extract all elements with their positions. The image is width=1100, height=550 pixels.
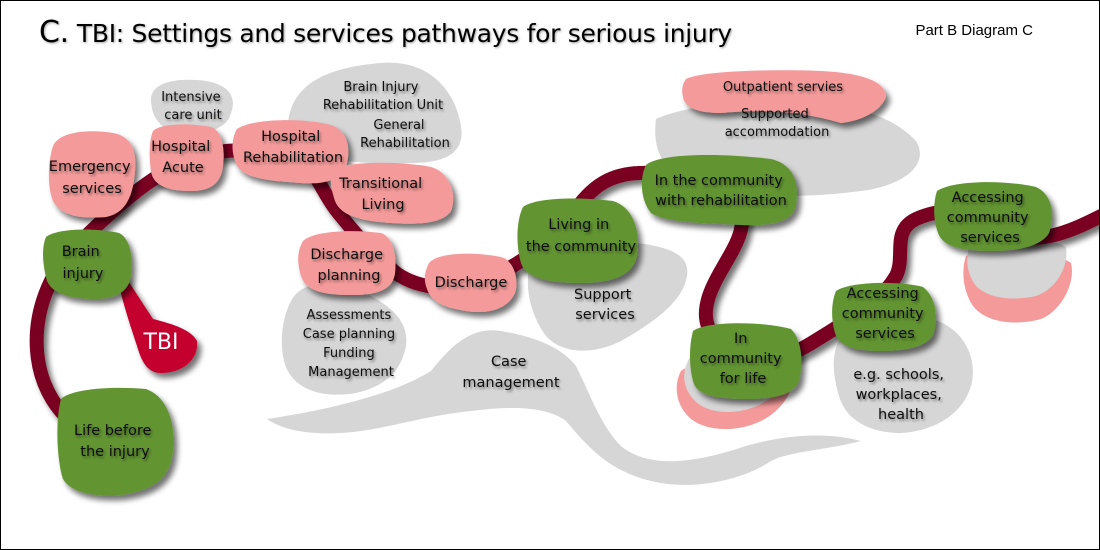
node-community-with-rehab[interactable]: In the community with rehabilitation: [655, 173, 788, 209]
note-brain-injury-rehab-unit: Brain Injury Rehabilitation Unit: [323, 80, 443, 113]
discharge-planning-line-2: planning: [318, 268, 381, 284]
note-support-line-2: services: [575, 307, 635, 323]
node-discharge-shape: [424, 253, 517, 313]
note-assessments-line-3: Funding: [323, 346, 375, 361]
note-examples-line-1: e.g. schools,: [853, 367, 944, 383]
accessing-1-line-2: community: [842, 306, 924, 322]
accessing-2-line-1: Accessing: [952, 190, 1024, 206]
node-life-before-shape: [57, 387, 174, 496]
note-general-rehab-line-2: Rehabilitation: [360, 136, 450, 151]
node-accessing-1-shape: [832, 282, 936, 351]
node-life-before-injury[interactable]: Life before the injury: [74, 423, 156, 460]
note-assessments-line-2: Case planning: [303, 327, 395, 342]
outpatient-line-1: Outpatient servies: [723, 80, 843, 95]
note-support-line-1: Support: [574, 287, 632, 303]
node-community-life-shape: [690, 323, 802, 399]
tbi-shape: [115, 263, 198, 373]
note-assessments-line-1: Assessments: [307, 308, 392, 323]
hospital-acute-line-2: Acute: [162, 160, 204, 176]
note-examples: e.g. schools, workplaces, health: [853, 367, 948, 423]
discharge-planning-line-1: Discharge: [310, 247, 383, 263]
tbi-label: TBI: [142, 330, 178, 355]
note-case-mgmt-line-1: Case: [491, 354, 527, 370]
hospital-rehab-line-1: Hospital: [261, 129, 320, 145]
node-brain-injury[interactable]: Brain injury: [62, 244, 105, 282]
note-supported-accom-line-1: Supported: [741, 107, 809, 122]
accessing-1-line-1: Accessing: [847, 286, 919, 302]
node-accessing-2-shape: [934, 182, 1053, 251]
emergency-line-1: Emergency: [49, 159, 131, 175]
diagram-title: C.TBI: Settings and services pathways fo…: [39, 15, 732, 50]
community-life-line-1: In: [734, 331, 747, 347]
note-icu: Intensive care unit: [161, 90, 225, 123]
community-rehab-line-2: with rehabilitation: [655, 193, 787, 209]
accessing-2-line-3: services: [960, 230, 1020, 246]
transitional-line-2: Living: [361, 197, 404, 213]
community-life-line-3: for life: [720, 371, 767, 387]
brain-injury-line-1: Brain: [62, 244, 100, 260]
diagram-title-text: TBI: Settings and services pathways for …: [76, 19, 732, 48]
green-nodes: [43, 155, 1053, 496]
living-community-line-1: Living in: [548, 217, 609, 233]
node-living-community-shape: [517, 198, 638, 283]
note-case-management: Case management: [462, 354, 559, 391]
note-icu-line-2: care unit: [164, 108, 222, 123]
brain-injury-line-2: injury: [63, 266, 104, 282]
cloud-icu: [151, 79, 233, 133]
node-discharge-planning-shape: [298, 231, 396, 295]
note-supported-accommodation: Supported accommodation: [725, 107, 830, 140]
note-examples-line-3: health: [878, 407, 924, 423]
tbi-callout: [115, 263, 198, 373]
note-assessments-line-4: Management: [308, 365, 394, 380]
transitional-line-1: Transitional: [338, 176, 422, 192]
note-icu-line-1: Intensive: [161, 90, 220, 105]
note-biru-line-2: Rehabilitation Unit: [323, 98, 443, 113]
node-accessing-community-services-1[interactable]: Accessing community services: [842, 286, 928, 342]
hospital-acute-line-1: Hospital: [151, 139, 210, 155]
emergency-line-2: services: [62, 181, 122, 197]
life-before-line-1: Life before: [74, 423, 151, 439]
node-emergency-services[interactable]: Emergency services: [49, 159, 135, 197]
accessing-2-line-2: community: [947, 210, 1029, 226]
life-before-line-2: the injury: [80, 444, 150, 460]
diagram-letter: C.: [39, 15, 69, 50]
cloud-case-management: [267, 330, 861, 485]
node-outpatient-services[interactable]: Outpatient servies: [723, 80, 843, 95]
part-label: Part B Diagram C: [915, 22, 1033, 39]
node-hospital-rehab-shape: [232, 120, 349, 184]
note-case-mgmt-line-2: management: [462, 375, 559, 391]
node-accessing-community-services-2[interactable]: Accessing community services: [947, 190, 1033, 246]
note-support-services: Support services: [574, 287, 636, 323]
community-rehab-line-1: In the community: [655, 173, 784, 189]
node-discharge[interactable]: Discharge: [435, 275, 508, 291]
note-general-rehab: General Rehabilitation: [360, 118, 450, 151]
discharge-line-1: Discharge: [435, 275, 508, 291]
hospital-rehab-line-2: Rehabilitation: [243, 150, 343, 166]
node-community-rehab-shape: [641, 155, 797, 226]
node-hospital-acute-shape: [149, 124, 224, 191]
community-life-line-2: community: [700, 351, 782, 367]
node-emergency-services-shape: [48, 131, 136, 218]
grey-clouds: [151, 62, 973, 485]
note-examples-line-2: workplaces,: [856, 387, 942, 403]
note-assessments: Assessments Case planning Funding Manage…: [303, 308, 400, 380]
node-outpatient-shape: [682, 70, 886, 123]
cloud-assessments: [281, 283, 407, 395]
layer-grey-accessing-2: [967, 237, 1067, 299]
living-community-line-2: the community: [526, 239, 637, 255]
node-discharge-planning[interactable]: Discharge planning: [310, 247, 387, 284]
note-biru-line-1: Brain Injury: [343, 80, 418, 95]
node-transitional-living[interactable]: Transitional Living: [338, 176, 427, 213]
node-community-for-life[interactable]: In community for life: [700, 331, 786, 387]
note-supported-accom-line-2: accommodation: [725, 125, 830, 140]
node-living-in-community[interactable]: Living in the community: [526, 217, 637, 255]
accessing-1-line-3: services: [855, 326, 915, 342]
note-general-rehab-line-1: General: [373, 118, 424, 133]
node-hospital-rehabilitation[interactable]: Hospital Rehabilitation: [243, 129, 343, 166]
node-brain-injury-shape: [43, 229, 132, 299]
node-hospital-acute[interactable]: Hospital Acute: [151, 139, 215, 176]
pink-nodes: [48, 70, 886, 313]
node-transitional-shape: [330, 162, 454, 224]
